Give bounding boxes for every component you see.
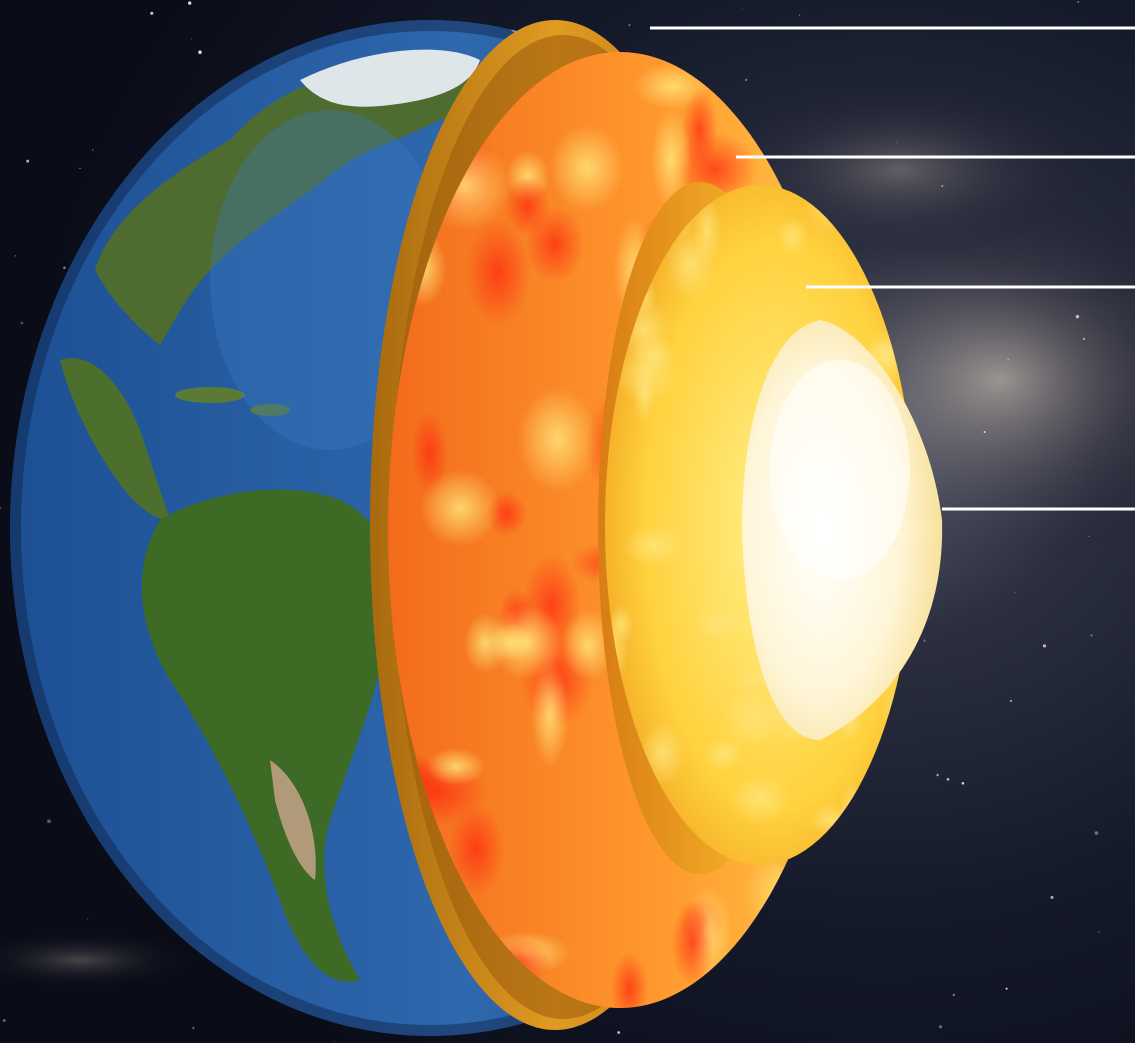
star bbox=[745, 78, 748, 82]
star bbox=[190, 38, 193, 40]
mantle-convection-cell bbox=[487, 623, 534, 662]
star bbox=[91, 149, 94, 151]
star bbox=[939, 1025, 943, 1029]
mantle-convection-cell bbox=[549, 124, 625, 212]
star bbox=[333, 1040, 335, 1043]
star bbox=[936, 773, 939, 777]
star bbox=[1050, 895, 1054, 899]
star bbox=[1005, 987, 1008, 990]
star bbox=[14, 255, 16, 257]
central-america-landmass bbox=[60, 358, 170, 520]
mantle-convection-cell bbox=[517, 386, 598, 493]
outer-core-cell bbox=[776, 217, 809, 256]
andes-highlands bbox=[270, 760, 316, 880]
star bbox=[79, 167, 81, 170]
star bbox=[941, 185, 944, 188]
caribbean-island bbox=[250, 404, 290, 416]
star bbox=[983, 430, 986, 434]
outer-core-cell bbox=[664, 229, 716, 300]
star bbox=[1090, 634, 1093, 637]
star bbox=[1082, 337, 1086, 341]
star bbox=[1097, 931, 1100, 933]
greenland-ice bbox=[300, 49, 480, 107]
star bbox=[896, 141, 899, 144]
caribbean-island bbox=[175, 387, 245, 403]
star bbox=[150, 11, 154, 15]
nebula-glow-lower bbox=[0, 930, 200, 990]
star bbox=[86, 918, 89, 920]
star bbox=[1088, 536, 1090, 538]
outer-core-cell bbox=[723, 686, 787, 748]
mantle-convection-cell bbox=[531, 661, 569, 768]
south-america-landmass bbox=[141, 489, 393, 982]
outer-core-cell bbox=[693, 604, 746, 642]
outer-core-cell bbox=[632, 364, 656, 424]
outer-core-cell bbox=[623, 524, 687, 568]
star bbox=[192, 1026, 195, 1030]
label-leader-lines bbox=[650, 26, 1135, 511]
star bbox=[952, 993, 955, 996]
star bbox=[798, 14, 801, 16]
star bbox=[0, 506, 2, 510]
star bbox=[188, 1, 192, 5]
star bbox=[1014, 592, 1016, 594]
star bbox=[2, 1019, 6, 1022]
star bbox=[1042, 644, 1047, 648]
star bbox=[198, 50, 202, 55]
mantle-convection-cell bbox=[525, 205, 584, 283]
mantle-convection-cell bbox=[425, 748, 486, 786]
star bbox=[742, 7, 744, 9]
star bbox=[617, 1031, 621, 1034]
star bbox=[961, 782, 965, 785]
star bbox=[26, 159, 30, 163]
mantle-convection-cell bbox=[448, 803, 504, 896]
star bbox=[63, 266, 66, 269]
outer-core-cell bbox=[702, 737, 745, 772]
inner-core-highlight bbox=[770, 360, 910, 580]
star bbox=[946, 777, 950, 781]
mantle-convection-cell bbox=[671, 899, 714, 986]
mantle-convection-cell bbox=[419, 469, 501, 547]
outer-core-cell bbox=[728, 772, 792, 825]
mantle-convection-cell bbox=[651, 108, 692, 210]
mantle-convection-cell bbox=[465, 219, 531, 326]
north-america-landmass bbox=[95, 62, 483, 345]
star bbox=[1075, 314, 1080, 319]
outer-core-cell bbox=[608, 604, 634, 645]
star bbox=[1010, 699, 1012, 702]
star bbox=[20, 321, 24, 325]
star bbox=[628, 24, 631, 27]
star bbox=[1094, 831, 1099, 835]
star bbox=[923, 639, 926, 642]
mantle-convection-cell bbox=[561, 609, 616, 681]
star bbox=[1007, 358, 1010, 361]
star bbox=[47, 819, 51, 824]
star bbox=[1077, 0, 1080, 3]
mantle-convection-cell bbox=[411, 412, 449, 495]
